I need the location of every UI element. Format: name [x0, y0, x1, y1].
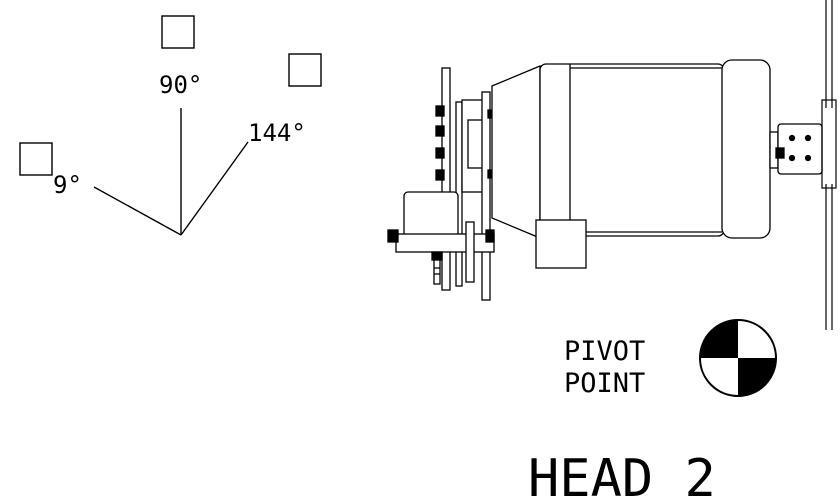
bracket-plate: [465, 221, 475, 283]
motor-assembly: [387, 59, 823, 301]
motor-front-cone: [491, 65, 541, 239]
hub-plate: [481, 91, 491, 301]
coupler-collar: [775, 147, 785, 159]
pivot-quadrant: [738, 358, 776, 396]
bolt: [435, 105, 445, 117]
pivot-quadrant: [700, 320, 738, 358]
pivot-label-line2: POINT: [564, 368, 645, 399]
bolt: [435, 125, 445, 137]
angle-diagram: [19, 15, 322, 236]
position-marker-144deg: [288, 53, 322, 87]
terminal-box: [535, 219, 587, 269]
bracket-stud: [433, 259, 441, 285]
angle-label-90deg: 90°: [159, 71, 202, 99]
angle-label-9deg: 9°: [53, 171, 82, 199]
angle-label-144deg: 144°: [248, 119, 306, 147]
motor-rear-cap: [721, 59, 771, 239]
coupler-hole: [804, 134, 812, 142]
coupler-hole: [788, 154, 796, 162]
arm-144deg: [180, 141, 249, 236]
frame-rail: [821, 0, 837, 330]
head-title: HEAD 2: [528, 449, 716, 504]
bolt: [435, 169, 445, 181]
bracket-bolt: [431, 251, 443, 261]
pivot-label-line1: PIVOT: [564, 336, 645, 367]
arm-9deg: [93, 186, 182, 236]
bolt: [435, 147, 445, 159]
bracket-bolt: [485, 229, 495, 243]
bracket-bolt: [387, 229, 399, 243]
pivot-point-symbol: [699, 319, 777, 397]
position-marker-90deg: [161, 15, 195, 49]
position-marker-9deg: [19, 142, 53, 176]
motor-body: [539, 63, 725, 237]
coupler-hole: [788, 134, 796, 142]
coupler-hole: [804, 154, 812, 162]
gear-housing-plate: [395, 233, 495, 253]
